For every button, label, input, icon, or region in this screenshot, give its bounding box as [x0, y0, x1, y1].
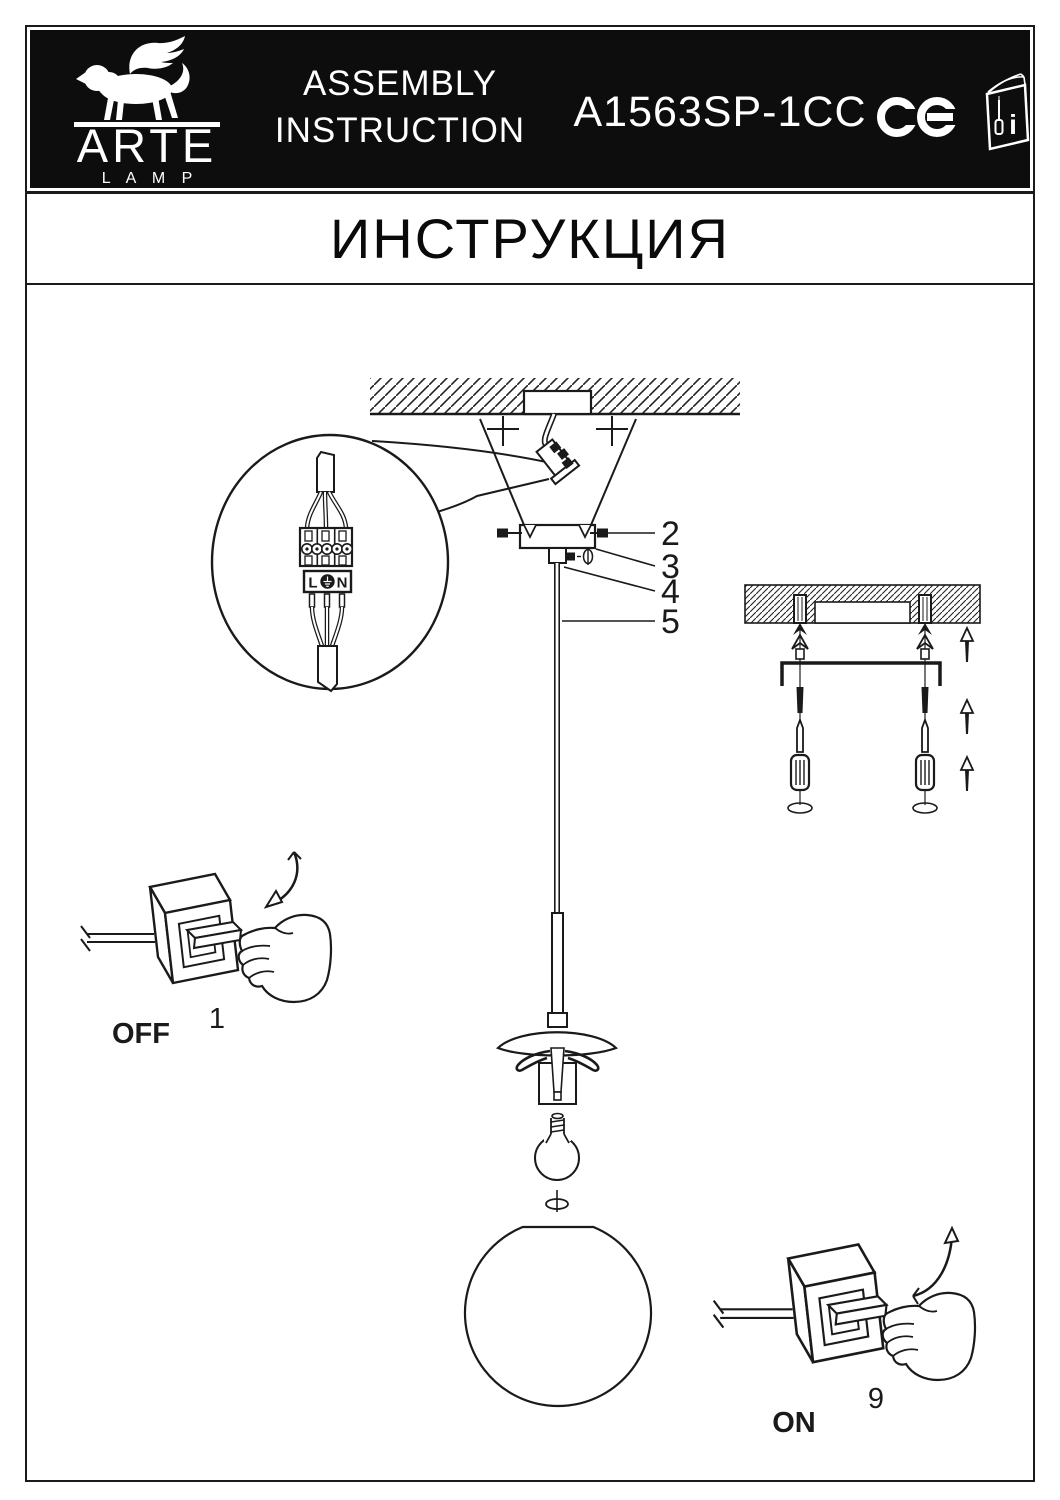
wiring-detail-bubble: L N — [210, 433, 552, 693]
manual-book-icon: i — [985, 73, 1030, 151]
off-label: OFF — [112, 1018, 170, 1050]
cord-sleeve — [551, 912, 564, 1014]
screw-turn-symbol — [577, 548, 594, 565]
press-up-arrow-icon — [912, 1235, 954, 1298]
ce-mark-icon — [877, 97, 965, 137]
ceiling-mount-block — [522, 389, 593, 416]
terminal-screws — [300, 542, 353, 555]
light-bulb — [534, 1112, 580, 1181]
canopy-side-screws — [497, 528, 608, 538]
earth-symbol-icon — [320, 574, 335, 589]
winged-lion-icon — [74, 36, 220, 127]
brand-subtitle: L A M P — [102, 170, 199, 186]
mounting-bracket-diagram — [744, 584, 981, 815]
up-arrow-icon — [960, 627, 974, 663]
book-pages-icon — [986, 73, 1026, 95]
page-title: ИНСТРУКЦИЯ — [330, 207, 730, 270]
wires-bottom — [308, 593, 346, 693]
instruction-title-bar: ИНСТРУКЦИЯ — [25, 191, 1035, 285]
mains-cable — [316, 450, 335, 493]
callout-3: 3 — [661, 548, 680, 586]
rotate-symbol — [545, 1190, 569, 1212]
model-number: A1563SP-1CC — [573, 88, 867, 136]
doc-title-line2: INSTRUCTION — [274, 111, 526, 150]
pointing-hand-icon — [881, 1291, 977, 1382]
terminal-live-label: L — [308, 575, 317, 592]
on-switch-diagram: 9 ON — [712, 1225, 977, 1439]
info-letter: i — [1009, 109, 1017, 140]
anchor-screwdriver-right — [911, 593, 939, 815]
glass-globe — [463, 1225, 653, 1408]
terminal-block — [298, 526, 354, 568]
assembly-instruction-title: ASSEMBLY INSTRUCTION — [260, 60, 540, 154]
step-number-9: 9 — [868, 1383, 884, 1415]
step-number-1: 1 — [209, 1003, 225, 1035]
wall-switch-icon — [712, 1243, 888, 1364]
header-bar: ARTE L A M P ASSEMBLY INSTRUCTION A1563S… — [30, 30, 1030, 188]
mounting-bracket — [780, 661, 942, 686]
cord-grip — [548, 547, 567, 564]
off-switch-diagram: 1 OFF — [79, 851, 333, 1050]
brand-name: ARTE — [77, 119, 218, 172]
wires-top — [304, 490, 349, 529]
pointing-hand-icon — [237, 913, 333, 1004]
callout-2: 2 — [661, 515, 680, 553]
ceiling-recess — [814, 601, 911, 624]
doc-title-line1: ASSEMBLY — [302, 64, 498, 103]
terminal-neutral-label: N — [337, 575, 348, 592]
up-arrow-icon — [960, 756, 974, 792]
callout-4: 4 — [661, 573, 680, 611]
ceiling-section — [370, 378, 740, 446]
callout-5: 5 — [661, 603, 680, 641]
wall-switch-icon — [79, 872, 243, 985]
page-border — [25, 25, 1035, 1482]
screwdriver-icon — [994, 96, 1004, 135]
on-label: ON — [772, 1407, 816, 1439]
lamp-shade — [495, 1031, 619, 1057]
arte-lamp-logo: ARTE L A M P — [74, 36, 220, 186]
pendant-lamp — [463, 563, 653, 1408]
terminal-label-box: L N — [302, 569, 353, 594]
spring-clips — [515, 1049, 600, 1072]
canopy-assembly: 2 3 4 5 — [479, 412, 680, 641]
bracket-alignment-marks — [487, 416, 628, 446]
callout-leaders — [562, 532, 656, 622]
shade-fitting — [547, 1012, 568, 1028]
wire-connector — [535, 438, 581, 486]
anchor-screwdriver-left — [786, 593, 814, 815]
set-screw — [567, 552, 575, 561]
up-arrow-icon — [960, 699, 974, 735]
